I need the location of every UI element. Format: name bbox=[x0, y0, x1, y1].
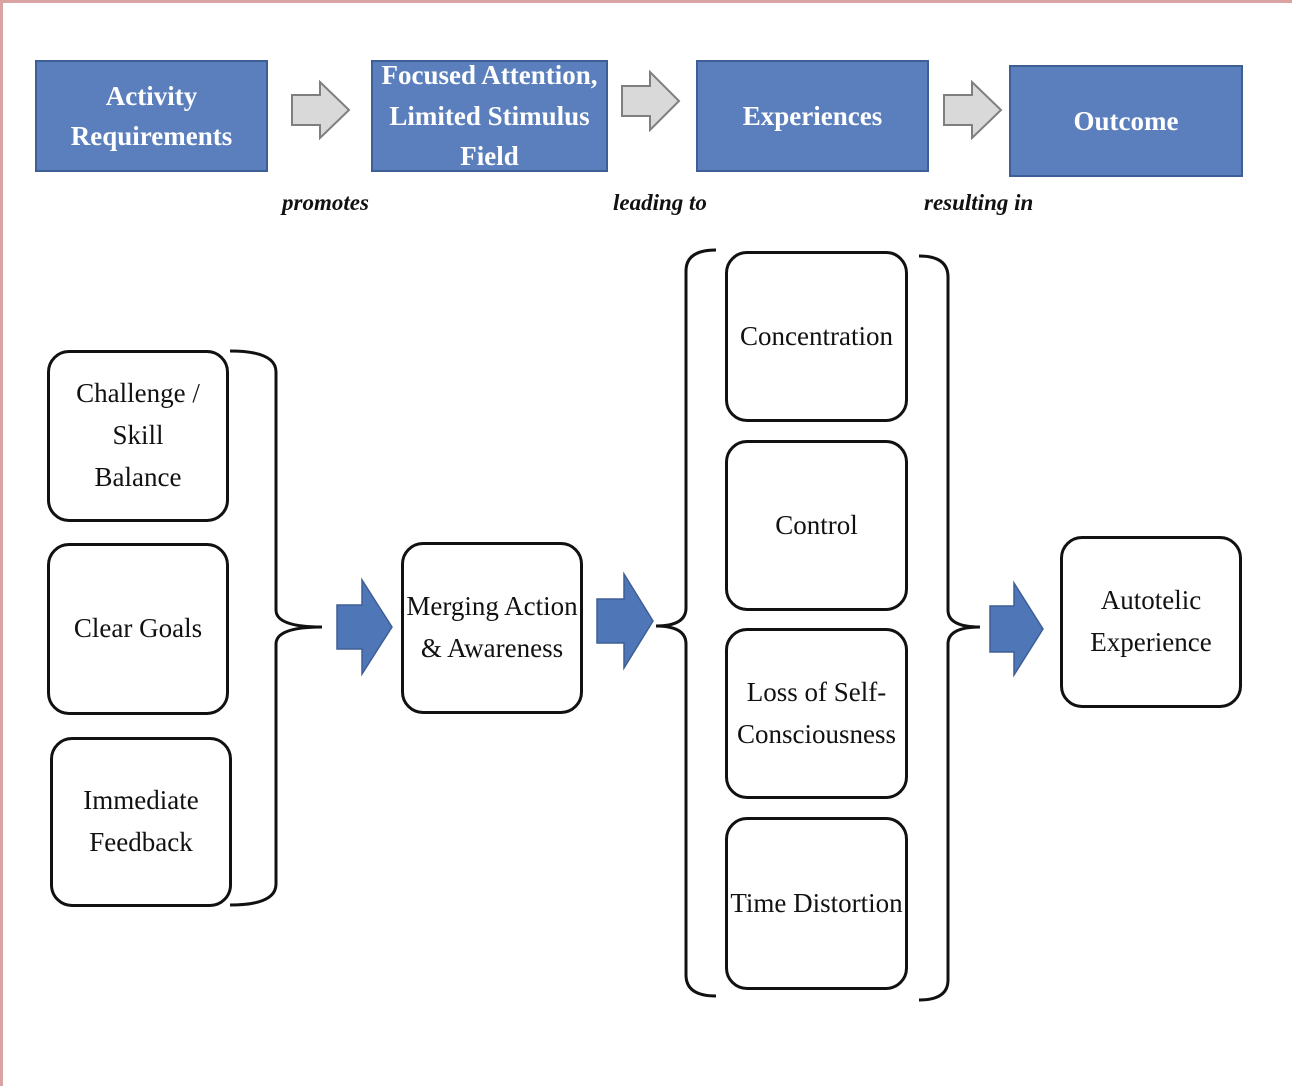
brace-experiences-right bbox=[918, 254, 981, 1002]
node-autotelic-experience: Autotelic Experience bbox=[1060, 536, 1242, 708]
blue-arrow-icon-1 bbox=[336, 577, 393, 677]
stage-focused-attention: Focused Attention, Limited Stimulus Fiel… bbox=[371, 60, 608, 172]
brace-requirements bbox=[229, 349, 323, 907]
gray-arrow-icon-leading-to bbox=[621, 70, 681, 132]
node-loss-of-self-consciousness: Loss of Self- Consciousness bbox=[725, 628, 908, 799]
connector-label-leading-to: leading to bbox=[613, 190, 707, 215]
brace-experiences-left bbox=[655, 248, 717, 998]
gray-arrow-icon-resulting-in bbox=[943, 80, 1003, 140]
node-control: Control bbox=[725, 440, 908, 611]
gray-arrow-icon-promotes bbox=[291, 80, 351, 140]
connector-label-promotes: promotes bbox=[282, 190, 369, 215]
node-clear-goals: Clear Goals bbox=[47, 543, 229, 715]
stage-outcome: Outcome bbox=[1009, 65, 1243, 177]
node-immediate-feedback: Immediate Feedback bbox=[50, 737, 232, 907]
connector-label-resulting-in: resulting in bbox=[924, 190, 1034, 215]
node-merging-action-awareness: Merging Action & Awareness bbox=[401, 542, 583, 714]
blue-arrow-icon-3 bbox=[989, 580, 1044, 678]
stage-activity-requirements: Activity Requirements bbox=[35, 60, 268, 172]
node-challenge-skill-balance: Challenge / Skill Balance bbox=[47, 350, 229, 522]
stage-experiences: Experiences bbox=[696, 60, 929, 172]
node-time-distortion: Time Distortion bbox=[725, 817, 908, 990]
node-concentration: Concentration bbox=[725, 251, 908, 422]
frame-top-border bbox=[0, 0, 1292, 3]
frame-left-border bbox=[0, 0, 3, 1086]
blue-arrow-icon-2 bbox=[596, 571, 654, 671]
